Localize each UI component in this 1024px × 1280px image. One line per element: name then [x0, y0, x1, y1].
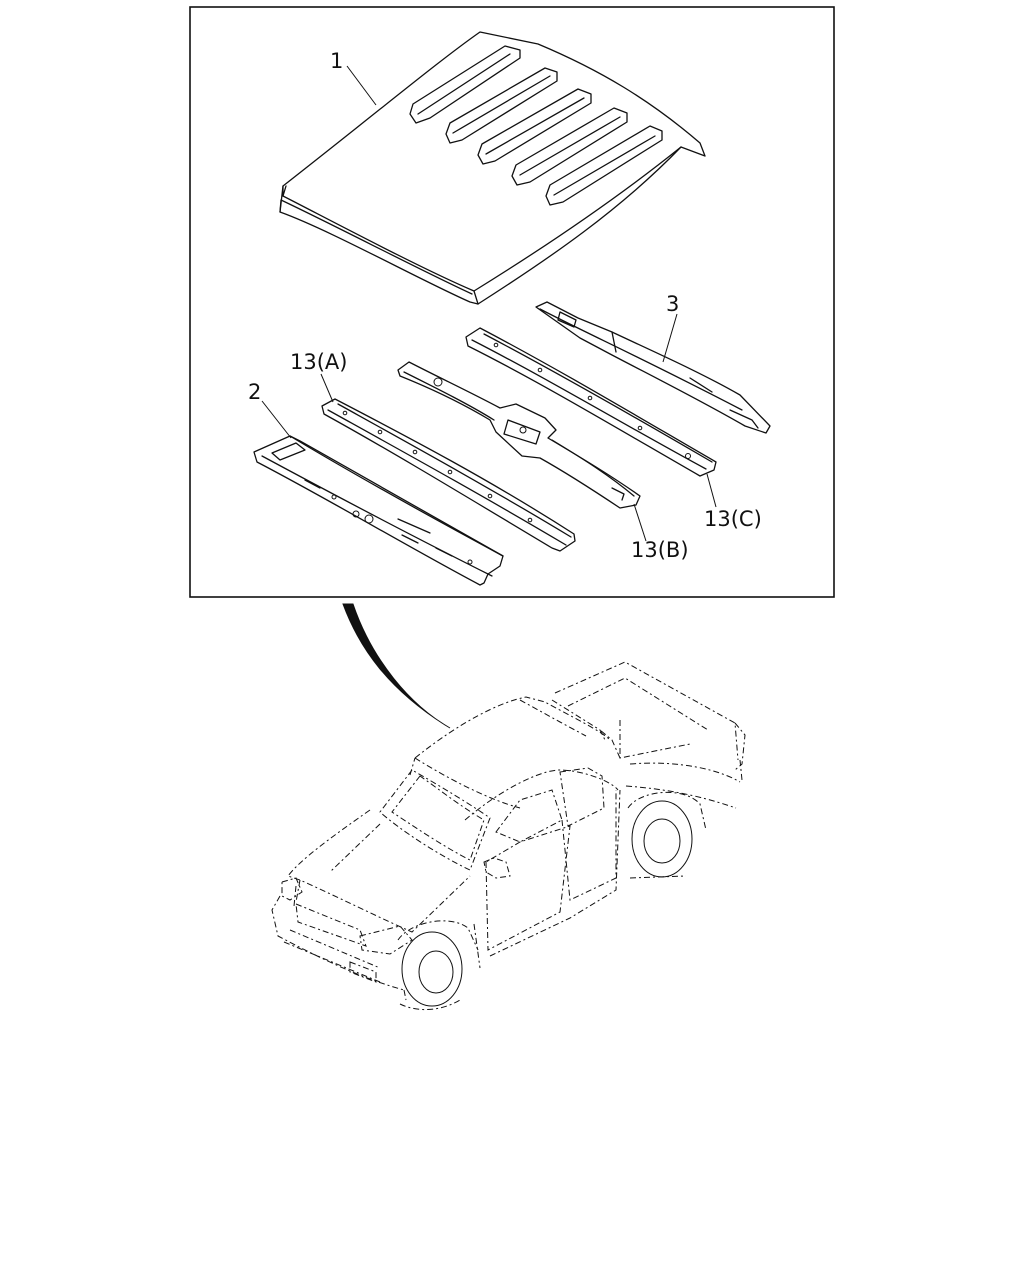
callout-13a: 13(A) [290, 350, 347, 374]
callout-1: 1 [330, 49, 343, 73]
roof-ribs [409, 45, 663, 206]
exploded-view-frame [189, 6, 835, 598]
roof-bow-b[interactable] [397, 361, 641, 509]
callout-13c: 13(C) [704, 507, 762, 531]
rear-header-panel[interactable] [535, 301, 771, 434]
callout-3: 3 [666, 292, 679, 316]
callout-2: 2 [248, 380, 261, 404]
pickup-truck-illustration [271, 661, 746, 1011]
front-header-panel[interactable] [253, 435, 504, 586]
connector-arrow [342, 603, 451, 729]
callout-13b: 13(B) [631, 538, 689, 562]
roof-bow-c[interactable] [465, 327, 717, 477]
roof-bow-a[interactable] [321, 398, 576, 552]
roof-panel[interactable] [279, 31, 706, 305]
